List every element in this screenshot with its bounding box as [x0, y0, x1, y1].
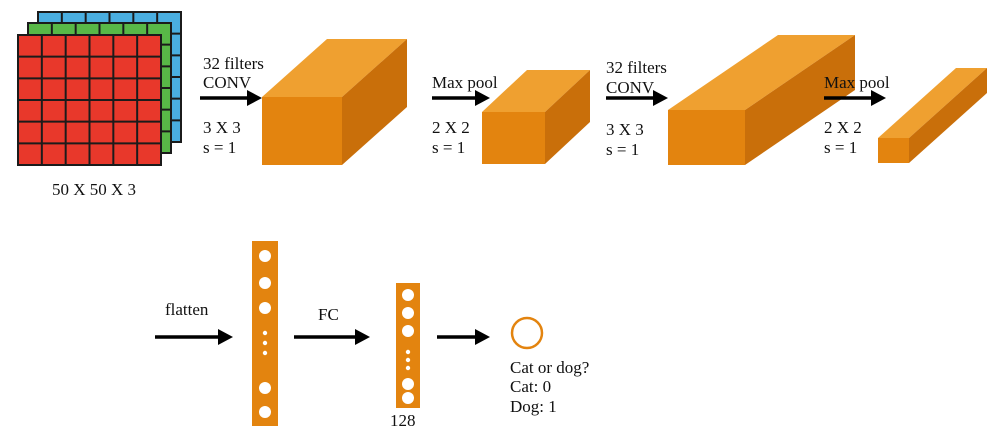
- pool2-op-label: Max pool: [824, 73, 890, 92]
- conv1-output-block: [262, 39, 407, 165]
- conv1-op-label: CONV: [203, 73, 252, 92]
- neuron-dot: [259, 277, 271, 289]
- arrow-head: [475, 90, 490, 106]
- flatten-layer: [252, 241, 278, 426]
- neuron-dot: [259, 382, 271, 394]
- cuboid-front-face: [878, 138, 909, 163]
- ellipsis-dot: [262, 330, 268, 336]
- cuboid-side-face: [545, 70, 590, 164]
- pool2-stride-label: s = 1: [824, 138, 858, 157]
- cuboid-side-face: [909, 68, 987, 163]
- input-dimensions-label: 50 X 50 X 3: [52, 180, 137, 199]
- input-image-stack: [17, 11, 182, 166]
- cuboid-side-face: [342, 39, 407, 165]
- ellipsis-dot: [262, 340, 268, 346]
- pool2-output-block: [878, 68, 987, 163]
- arrow-head: [247, 90, 262, 106]
- neuron-dot: [402, 325, 414, 337]
- conv1-filters-label: 32 filters: [203, 54, 264, 73]
- arrow-to-pool1: [432, 90, 490, 106]
- output-question-label: Cat or dog?: [510, 358, 590, 377]
- cuboid-front-face: [262, 97, 342, 165]
- neuron-dot: [259, 406, 271, 418]
- neuron-dot: [402, 289, 414, 301]
- neuron-dot: [259, 250, 271, 262]
- ellipsis-dot: [405, 357, 411, 363]
- neuron-dot: [402, 307, 414, 319]
- arrow-output: [437, 329, 490, 345]
- arrow-head: [218, 329, 233, 345]
- output-node: [510, 316, 544, 350]
- ellipsis-dot: [405, 365, 411, 371]
- neuron-dot: [402, 378, 414, 390]
- ellipsis-dot: [262, 350, 268, 356]
- arrow-head: [475, 329, 490, 345]
- cuboid-side-face: [745, 35, 855, 165]
- arrows: [155, 90, 886, 345]
- pool1-op-label: Max pool: [432, 73, 498, 92]
- arrow-to-conv1: [200, 90, 262, 106]
- red-channel-grid: [17, 34, 162, 166]
- arrow-fc: [294, 329, 370, 345]
- arrow-head: [871, 90, 886, 106]
- conv2-kernel-label: 3 X 3: [606, 120, 644, 139]
- cuboid-front-face: [668, 110, 745, 165]
- cuboid-front-face: [482, 112, 545, 164]
- pool1-kernel-label: 2 X 2: [432, 118, 470, 137]
- arrow-to-pool2: [824, 90, 886, 106]
- conv1-kernel-label: 3 X 3: [203, 118, 241, 137]
- fc-size-label: 128: [390, 411, 416, 430]
- fc-label: FC: [318, 305, 339, 324]
- ellipsis-dot: [405, 349, 411, 355]
- conv2-stride-label: s = 1: [606, 140, 640, 159]
- arrow-flatten: [155, 329, 233, 345]
- feature-map-blocks: [262, 35, 987, 165]
- conv2-op-label: CONV: [606, 78, 655, 97]
- cuboid-top-face: [262, 39, 407, 97]
- neuron-dot: [402, 392, 414, 404]
- pool1-stride-label: s = 1: [432, 138, 466, 157]
- pool1-output-block: [482, 70, 590, 164]
- cuboid-top-face: [878, 68, 987, 138]
- output-dog-label: Dog: 1: [510, 397, 557, 416]
- output-cat-label: Cat: 0: [510, 377, 552, 396]
- dense-layers: [252, 241, 420, 426]
- flatten-label: flatten: [165, 300, 209, 319]
- fc-layer: [396, 283, 420, 408]
- cuboid-top-face: [668, 35, 855, 110]
- arrow-to-conv2: [606, 90, 668, 106]
- conv1-stride-label: s = 1: [203, 138, 237, 157]
- pool2-kernel-label: 2 X 2: [824, 118, 862, 137]
- cuboid-top-face: [482, 70, 590, 112]
- arrow-head: [355, 329, 370, 345]
- arrow-head: [653, 90, 668, 106]
- conv2-output-block: [668, 35, 855, 165]
- neuron-dot: [259, 302, 271, 314]
- conv2-filters-label: 32 filters: [606, 58, 667, 77]
